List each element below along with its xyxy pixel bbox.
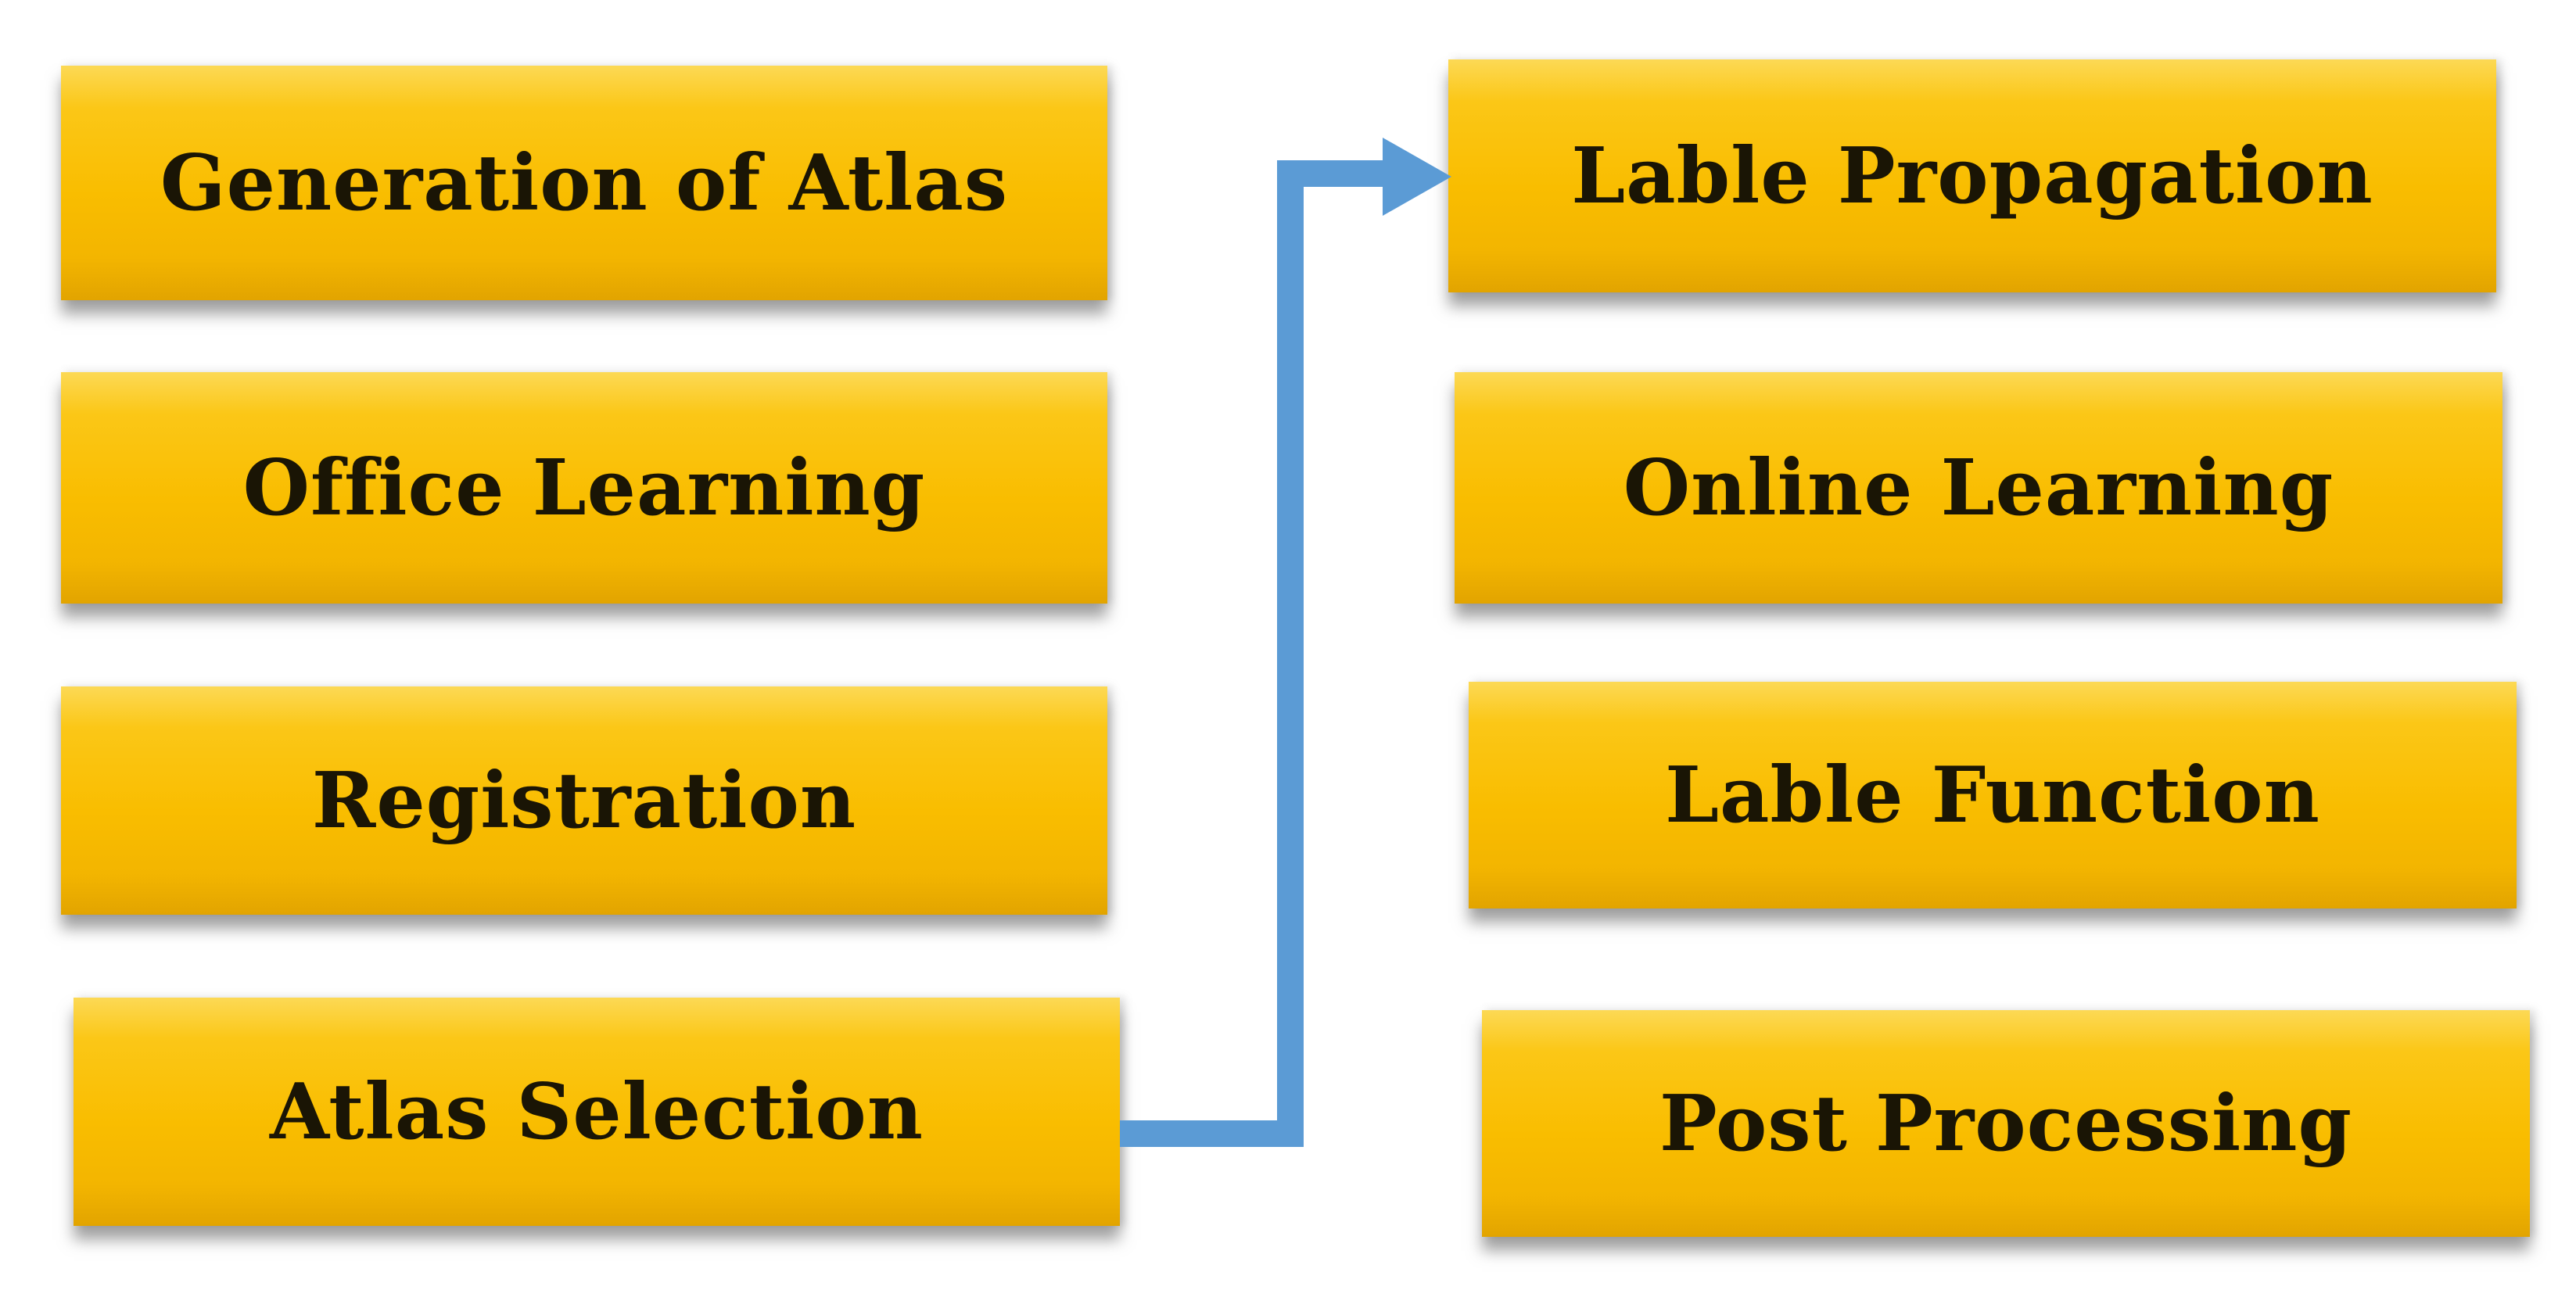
step-box-generation-of-atlas: Generation of Atlas (61, 66, 1107, 300)
step-label: Generation of Atlas (160, 138, 1009, 228)
step-label: Lable Propagation (1571, 131, 2373, 221)
step-label: Office Learning (242, 443, 926, 533)
connector-line (1120, 160, 1400, 1147)
step-box-atlas-selection: Atlas Selection (74, 998, 1120, 1226)
step-box-post-processing: Post Processing (1482, 1010, 2530, 1237)
step-label: Post Processing (1659, 1078, 2353, 1169)
step-label: Atlas Selection (269, 1066, 924, 1157)
step-box-lable-propagation: Lable Propagation (1448, 59, 2496, 292)
step-box-registration: Registration (61, 686, 1107, 915)
arrowhead-icon (1383, 138, 1451, 216)
step-label: Lable Function (1665, 750, 2320, 840)
step-box-online-learning: Online Learning (1455, 372, 2502, 604)
step-box-lable-function: Lable Function (1469, 682, 2517, 908)
step-label: Online Learning (1623, 443, 2334, 533)
step-box-office-learning: Office Learning (61, 372, 1107, 604)
step-label: Registration (311, 755, 857, 846)
